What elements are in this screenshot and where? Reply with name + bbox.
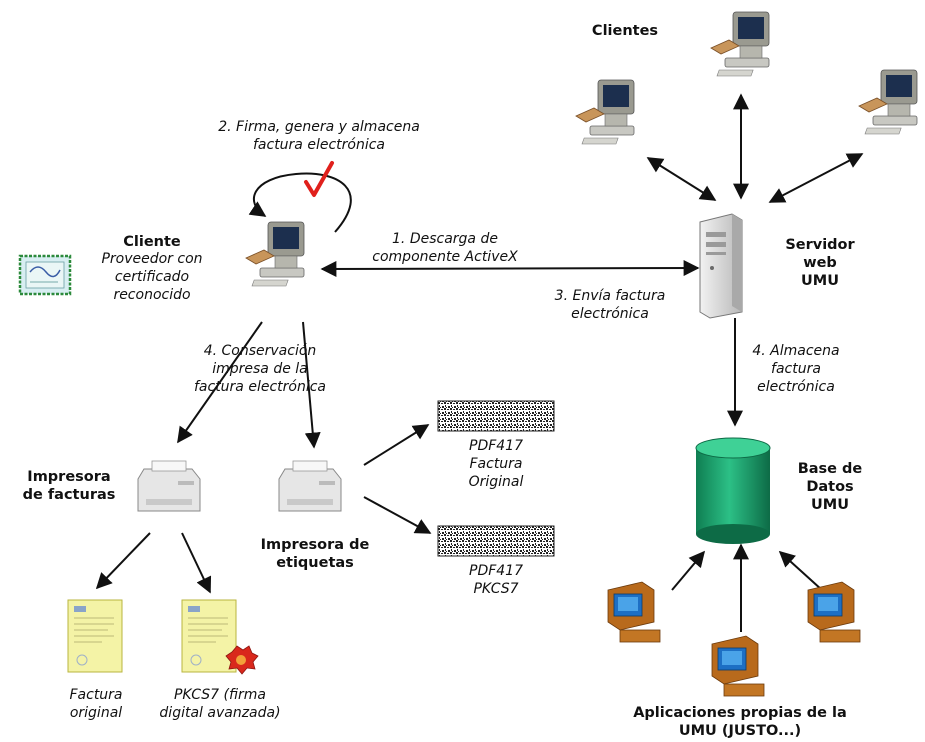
base-datos-label-line: UMU xyxy=(811,497,849,513)
application-computer-icon xyxy=(807,581,861,643)
impresora-etiquetas-label-line: Impresora de xyxy=(260,537,370,553)
aplicaciones-label: Aplicaciones propias de la UMU (JUSTO...) xyxy=(608,704,872,740)
step-1-label: 1. Descarga de componente ActiveX xyxy=(345,230,545,266)
step-2-label: 2. Firma, genera y almacena factura elect… xyxy=(184,118,454,154)
connector-arrows xyxy=(95,93,864,632)
step-3-label: 3. Envía factura electrónica xyxy=(535,287,685,323)
arrow-app-right xyxy=(778,550,823,591)
step-4-left-label: 4. Conservación impresa de la factura elec… xyxy=(170,342,350,396)
application-computer-icon xyxy=(711,635,765,697)
server-icon xyxy=(699,213,743,319)
aplicaciones-label-line: UMU (JUSTO...) xyxy=(678,723,802,739)
impresora-etiquetas-label-line: etiquetas xyxy=(276,555,354,571)
arrow-to-pkcs-doc xyxy=(181,532,212,594)
cliente-description-line: reconocido xyxy=(113,287,191,303)
clientes-label-line: Clientes xyxy=(591,23,659,39)
impresora-facturas-label: Impresora de facturas xyxy=(10,468,128,504)
arrow-to-barcode-1 xyxy=(363,424,430,466)
barcode-icon xyxy=(437,400,555,432)
step-4-left-label-line: 4. Conservación xyxy=(203,343,317,359)
cliente-title: Cliente xyxy=(112,233,192,251)
invoice-document-icon xyxy=(181,599,237,673)
step-3-label-line: electrónica xyxy=(571,306,649,322)
pdf417-factura-label-line: PDF417 xyxy=(469,438,523,454)
base-datos-label-line: Base de xyxy=(797,461,863,477)
client-computer-icon xyxy=(710,11,770,77)
aplicaciones-label-line: Aplicaciones propias de la xyxy=(633,705,847,721)
pdf417-pkcs7-label-line: PDF417 xyxy=(469,563,523,579)
pkcs7-firma-label-line: digital avanzada) xyxy=(159,705,281,721)
factura-original-label: Factura original xyxy=(48,686,144,722)
impresora-etiquetas-label: Impresora de etiquetas xyxy=(240,536,390,572)
cliente-description-line: certificado xyxy=(114,269,190,285)
servidor-label-line: Servidor xyxy=(785,237,855,253)
database-icon xyxy=(695,437,771,544)
arrow-to-invoice-printer xyxy=(177,321,263,444)
step-4-right-label-line: 4. Almacena xyxy=(752,343,840,359)
pkcs7-firma-label-line: PKCS7 (firma xyxy=(173,687,266,703)
factura-original-label-line: Factura xyxy=(69,687,123,703)
step-4-right-label-line: factura xyxy=(771,361,821,377)
step-1-label-line: componente ActiveX xyxy=(372,249,518,265)
cliente-description-line: Proveedor con xyxy=(101,251,203,267)
step-4-right-label: 4. Almacena factura electrónica xyxy=(734,342,858,396)
certificate-card-icon xyxy=(18,254,72,296)
client-computer-icon xyxy=(858,69,918,135)
arrow-app-left xyxy=(671,550,706,591)
step-2-label-line: 2. Firma, genera y almacena xyxy=(218,119,420,135)
factura-original-label-line: original xyxy=(69,705,123,721)
arrow-to-barcode-2 xyxy=(363,496,432,534)
client-computer-icon xyxy=(245,221,305,287)
client-computer-icon xyxy=(575,79,635,145)
signing-loop-arrow xyxy=(248,172,352,233)
pdf417-factura-label-line: Factura xyxy=(469,456,523,472)
wax-seal-icon xyxy=(225,645,259,675)
clientes-label: Clientes xyxy=(583,22,667,40)
step-4-left-label-line: factura electrónica xyxy=(193,379,326,395)
servidor-label-line: web xyxy=(803,255,837,271)
pdf417-pkcs7-label-line: PKCS7 xyxy=(473,581,519,597)
pdf417-factura-label-line: Original xyxy=(468,474,524,490)
application-computer-icon xyxy=(607,581,661,643)
step-4-right-label-line: electrónica xyxy=(757,379,835,395)
cliente-description: Proveedor con certificado reconocido xyxy=(82,250,222,304)
servidor-label-line: UMU xyxy=(801,273,839,289)
printer-icon xyxy=(137,460,201,512)
arrow-to-label-printer xyxy=(302,321,321,449)
impresora-facturas-label-line: de facturas xyxy=(22,487,116,503)
arrow-client-right xyxy=(768,153,864,203)
invoice-document-icon xyxy=(67,599,123,673)
arrow-download xyxy=(320,260,700,277)
arrow-to-invoice-doc xyxy=(95,532,151,590)
barcode-icon xyxy=(437,525,555,557)
checkmark-icon xyxy=(304,161,334,197)
step-3-label-line: 3. Envía factura xyxy=(554,288,666,304)
base-datos-label-line: Datos xyxy=(806,479,854,495)
arrow-client-left xyxy=(646,157,717,201)
step-1-label-line: 1. Descarga de xyxy=(392,231,498,247)
pkcs7-firma-label: PKCS7 (firma digital avanzada) xyxy=(140,686,300,722)
printer-icon xyxy=(278,460,342,512)
cliente-title-line: Cliente xyxy=(123,234,181,250)
impresora-facturas-label-line: Impresora xyxy=(27,469,111,485)
step-2-label-line: factura electrónica xyxy=(252,137,385,153)
step-4-left-label-line: impresa de la xyxy=(212,361,308,377)
